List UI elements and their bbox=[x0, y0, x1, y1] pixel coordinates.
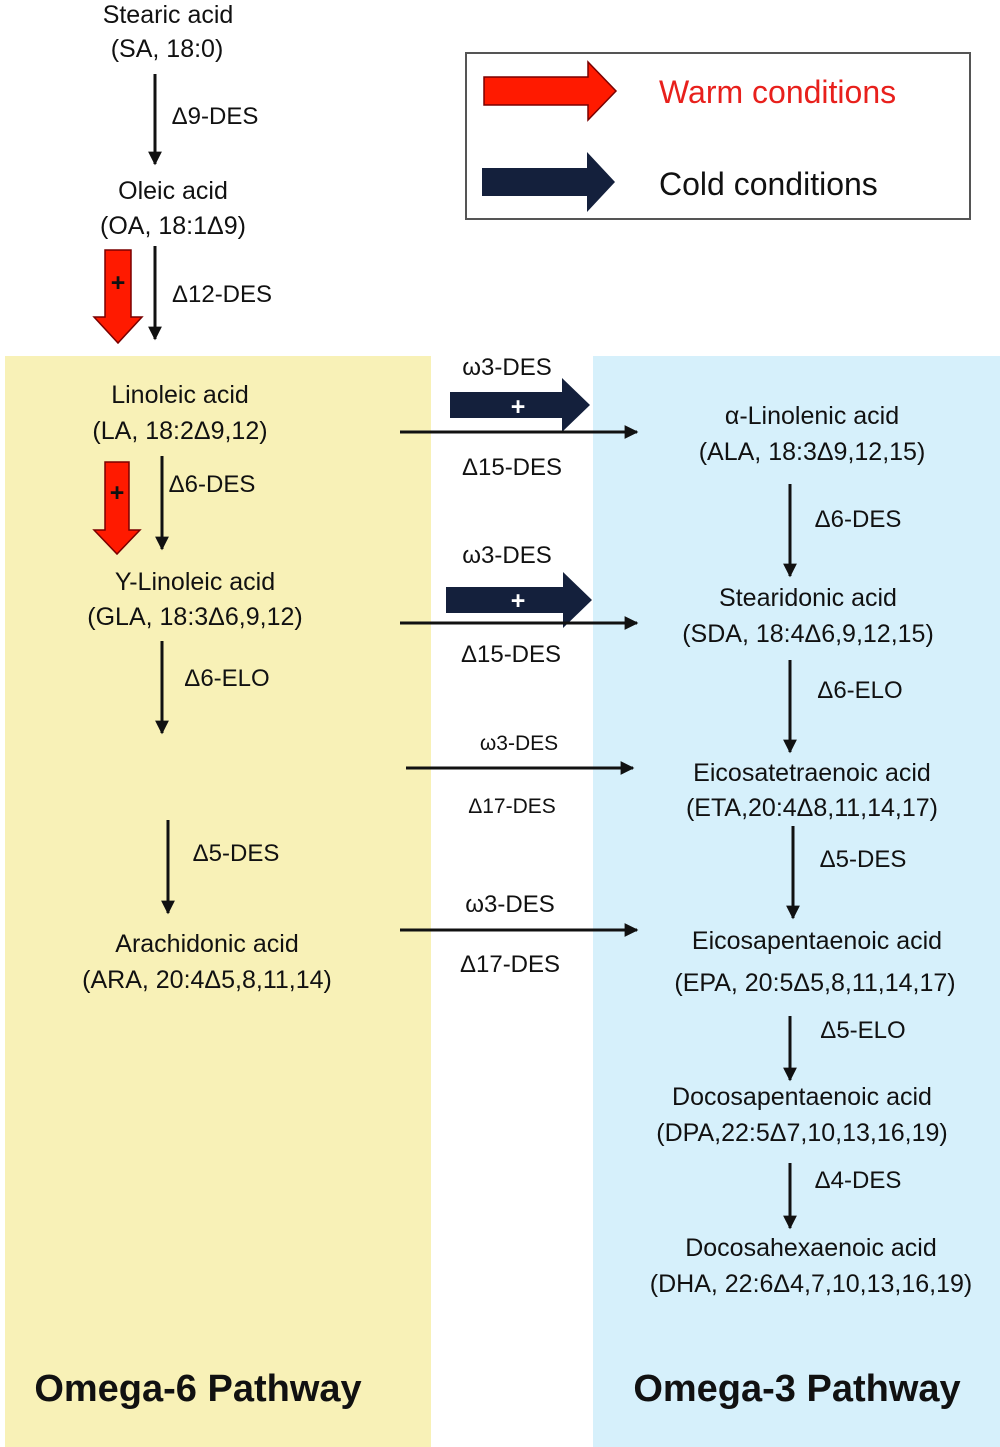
oleic-formula: (OA, 18:1Δ9) bbox=[100, 212, 246, 240]
cold-arrow-la-to-ala bbox=[450, 378, 590, 432]
cold-arrow-gla-to-sda bbox=[446, 572, 592, 628]
warm-sign-oa-la: + bbox=[110, 269, 126, 297]
oleic-name: Oleic acid bbox=[118, 177, 228, 205]
sda-name: Stearidonic acid bbox=[719, 584, 897, 612]
omega6-title: Omega-6 Pathway bbox=[34, 1368, 362, 1410]
enzyme-o3-d6-des: Δ6-DES bbox=[814, 506, 902, 533]
la-name: Linoleic acid bbox=[111, 381, 249, 409]
omega3-panel bbox=[593, 356, 1000, 1447]
gla-name: Y-Linoleic acid bbox=[114, 568, 276, 596]
enzyme-o6-d5-des: Δ5-DES bbox=[192, 840, 280, 867]
dpa-name: Docosapentaenoic acid bbox=[672, 1083, 932, 1111]
legend-cold-label: Cold conditions bbox=[659, 166, 878, 202]
enzyme-o6-d6-des: Δ6-DES bbox=[168, 471, 256, 498]
eta-name: Eicosatetraenoic acid bbox=[693, 759, 931, 787]
ala-formula: (ALA, 18:3Δ9,12,15) bbox=[698, 438, 926, 466]
enzyme-la-ala-top: ω3-DES bbox=[462, 354, 552, 381]
epa-name: Eicosapentaenoic acid bbox=[691, 927, 943, 955]
legend-cold-arrow bbox=[482, 152, 615, 212]
la-formula: (LA, 18:2Δ9,12) bbox=[92, 417, 268, 445]
ara-formula: (ARA, 20:4Δ5,8,11,14) bbox=[82, 966, 332, 994]
dha-name: Docosahexaenoic acid bbox=[685, 1234, 937, 1262]
stearic-formula: (SA, 18:0) bbox=[110, 35, 224, 63]
enzyme-la-ala-bottom: Δ15-DES bbox=[461, 454, 563, 481]
dpa-formula: (DPA,22:5Δ7,10,13,16,19) bbox=[656, 1119, 948, 1147]
enzyme-d9-des: Δ9-DES bbox=[171, 103, 259, 130]
enzyme-to-eta-bottom: Δ17-DES bbox=[468, 795, 556, 818]
gla-formula: (GLA, 18:3Δ6,9,12) bbox=[87, 603, 303, 631]
sda-formula: (SDA, 18:4Δ6,9,12,15) bbox=[682, 620, 934, 648]
eta-formula: (ETA,20:4Δ8,11,14,17) bbox=[685, 794, 939, 822]
warm-sign-la-gla: + bbox=[109, 479, 125, 507]
legend-warm-arrow bbox=[483, 60, 618, 122]
enzyme-ara-epa-bottom: Δ17-DES bbox=[459, 951, 561, 978]
enzyme-gla-sda-bottom: Δ15-DES bbox=[460, 641, 562, 668]
enzyme-o6-d6-elo: Δ6-ELO bbox=[184, 665, 270, 692]
epa-formula: (EPA, 20:5Δ5,8,11,14,17) bbox=[674, 969, 956, 997]
omega6-panel bbox=[5, 356, 431, 1447]
stearic-name: Stearic acid bbox=[102, 1, 234, 29]
enzyme-o3-d4-des: Δ4-DES bbox=[814, 1167, 902, 1194]
ala-name: α-Linolenic acid bbox=[724, 402, 900, 430]
enzyme-ara-epa-top: ω3-DES bbox=[465, 891, 555, 918]
omega3-title: Omega-3 Pathway bbox=[633, 1368, 961, 1410]
cold-sign-la-ala: + bbox=[510, 393, 526, 421]
enzyme-o3-d5-des: Δ5-DES bbox=[819, 846, 907, 873]
enzyme-gla-sda-top: ω3-DES bbox=[462, 542, 552, 569]
warm-arrow-oa-to-la bbox=[92, 249, 144, 345]
cold-sign-gla-sda: + bbox=[510, 587, 526, 615]
enzyme-o3-d5-elo: Δ5-ELO bbox=[820, 1017, 906, 1044]
warm-arrow-la-to-gla bbox=[92, 461, 142, 556]
enzyme-to-eta-top: ω3-DES bbox=[479, 732, 559, 755]
enzyme-d12-des: Δ12-DES bbox=[171, 281, 273, 308]
enzyme-o3-d6-elo: Δ6-ELO bbox=[817, 677, 903, 704]
legend-warm-label: Warm conditions bbox=[659, 74, 897, 110]
dha-formula: (DHA, 22:6Δ4,7,10,13,16,19) bbox=[649, 1270, 973, 1298]
ara-name: Arachidonic acid bbox=[115, 930, 299, 958]
